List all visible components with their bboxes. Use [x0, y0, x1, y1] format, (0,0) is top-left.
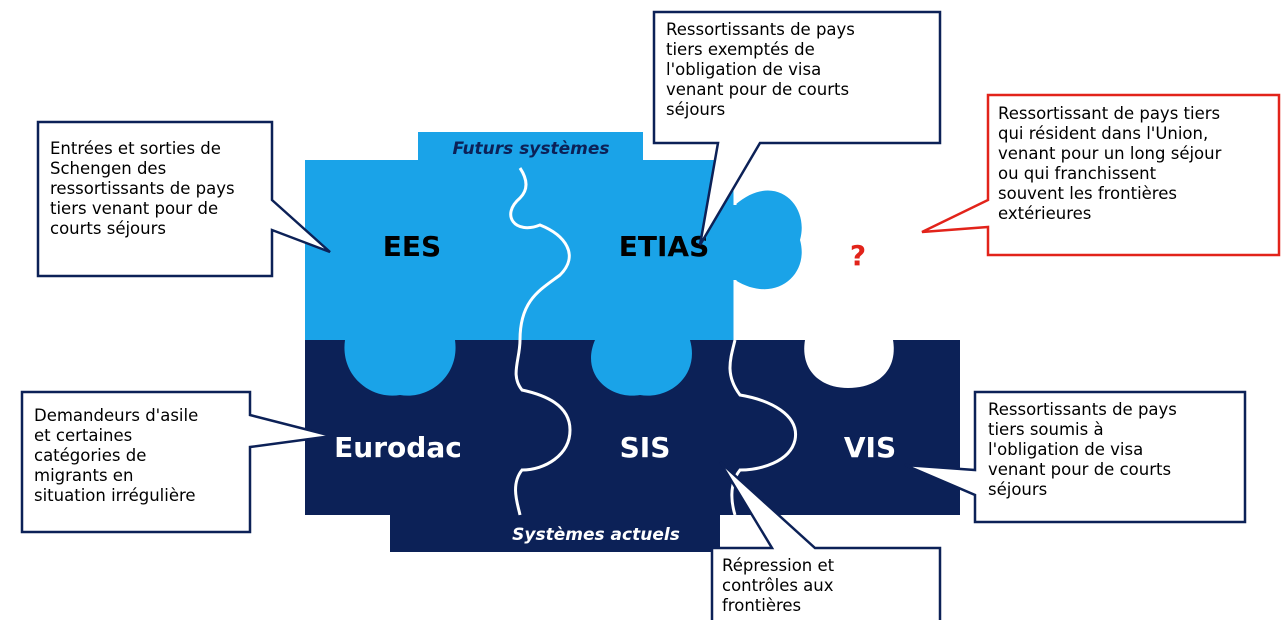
piece-label-eurodac: Eurodac [334, 431, 462, 464]
current-systems-tab [390, 505, 720, 552]
callout-eurodac-text: Demandeurs d'asile et certaines catégori… [34, 406, 199, 505]
seam-eurodac-sis [514, 339, 572, 516]
piece-label-sis: SIS [620, 431, 671, 464]
seam-ees-etias [509, 167, 571, 341]
callout-sis-shape [710, 461, 942, 620]
callout-sis [710, 461, 942, 620]
callout-ees-text: Entrées et sorties de Schengen des resso… [50, 139, 235, 238]
piece-label-vis: VIS [844, 431, 896, 464]
callout-ees [36, 120, 331, 278]
piece-label-etias: ETIAS [619, 230, 709, 263]
callout-sis-text: Répression et contrôles aux frontières [722, 556, 835, 615]
etias-right-knob [735, 190, 802, 290]
future-systems-label: Futurs systèmes [452, 139, 609, 159]
piece-label-unknown: ? [850, 239, 866, 272]
callout-unknown [921, 93, 1281, 257]
ees-bottom-knob [344, 340, 456, 396]
callout-etias [652, 10, 942, 246]
vis-top-notch [804, 340, 894, 388]
future-systems-body [305, 160, 735, 350]
callout-unknown-shape [921, 93, 1281, 257]
callout-vis-text: Ressortissants de pays tiers soumis à l'… [988, 400, 1177, 499]
callout-vis-shape [904, 390, 1247, 524]
current-systems-label: Systèmes actuels [512, 525, 680, 545]
piece-label-ees: EES [383, 230, 441, 263]
callout-etias-text: Ressortissants de pays tiers exemptés de… [666, 20, 855, 119]
callout-eurodac [20, 390, 333, 534]
callout-vis [904, 390, 1247, 524]
callout-eurodac-shape [20, 390, 333, 534]
current-systems-band [305, 340, 960, 552]
callout-ees-shape [36, 120, 331, 278]
future-systems-band [305, 132, 802, 350]
callout-unknown-text: Ressortissant de pays tiers qui résident… [998, 104, 1222, 223]
etias-bottom-knob [591, 340, 692, 396]
callout-etias-shape [652, 10, 942, 246]
